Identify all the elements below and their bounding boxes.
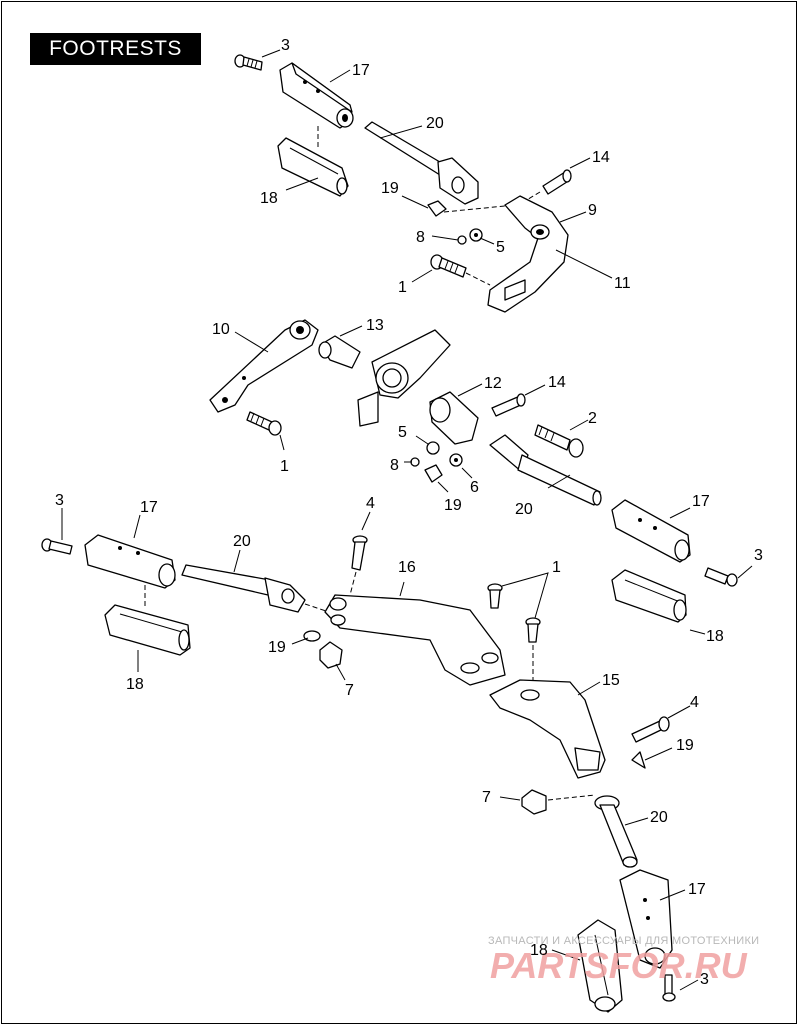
part-nut-7-left bbox=[319, 641, 343, 669]
part-screw-1-lower-a bbox=[487, 583, 503, 609]
callout-9: 9 bbox=[588, 202, 597, 219]
watermark-line1: ЗАПЧАСТИ И АКСЕССУАРЫ ДЛЯ МОТОТЕХНИКИ bbox=[488, 935, 759, 947]
part-screw-1-lower-b bbox=[525, 617, 541, 643]
part-screw-1-middle bbox=[246, 411, 282, 436]
part-washer-19-left bbox=[303, 630, 321, 642]
callout-4-lower: 4 bbox=[690, 694, 699, 711]
callout-11: 11 bbox=[614, 275, 631, 292]
callout-3-lower: 3 bbox=[700, 971, 709, 988]
callout-3-left: 3 bbox=[55, 492, 64, 509]
part-ball-8-top bbox=[457, 235, 467, 245]
part-screw-3-left bbox=[41, 538, 73, 555]
callout-15: 15 bbox=[602, 672, 620, 689]
callout-12: 12 bbox=[484, 375, 502, 392]
part-footpeg-17-right bbox=[611, 499, 691, 563]
part-screw-3-lower bbox=[662, 974, 676, 1002]
callout-13: 13 bbox=[366, 317, 384, 334]
callout-14-middle: 14 bbox=[548, 374, 566, 391]
part-bushing-13 bbox=[318, 335, 361, 369]
part-mount-16 bbox=[324, 594, 506, 686]
part-pad-18-left bbox=[104, 604, 191, 656]
callout-7-lower: 7 bbox=[482, 789, 491, 806]
callout-1-middle: 1 bbox=[280, 458, 289, 475]
part-rod-20-lower bbox=[594, 795, 638, 868]
part-rod-20-left bbox=[181, 564, 306, 613]
part-footpeg-17-lower bbox=[619, 869, 673, 969]
callout-16: 16 bbox=[398, 559, 416, 576]
callout-8-top: 8 bbox=[416, 229, 425, 246]
part-bracket-9-11 bbox=[487, 195, 569, 313]
callout-1-top: 1 bbox=[398, 279, 407, 296]
callout-19-top: 19 bbox=[381, 180, 399, 197]
callout-7-left: 7 bbox=[345, 682, 354, 699]
callout-20-top: 20 bbox=[426, 115, 444, 132]
part-screw-1-top bbox=[430, 254, 467, 278]
part-screw-3-right bbox=[704, 567, 738, 587]
callout-8-middle: 8 bbox=[390, 457, 399, 474]
callout-20-middle: 20 bbox=[515, 501, 533, 518]
callout-17-lower: 17 bbox=[688, 881, 706, 898]
part-ball-8-middle bbox=[410, 457, 420, 467]
callout-3-top: 3 bbox=[281, 37, 290, 54]
part-rod-20-middle bbox=[489, 434, 602, 506]
callout-18-top: 18 bbox=[260, 190, 278, 207]
part-screw-3-top bbox=[234, 54, 263, 71]
part-nut-7-lower bbox=[521, 789, 547, 815]
part-washer-19-lower bbox=[631, 751, 646, 769]
part-screw-4-lower bbox=[631, 716, 670, 743]
part-bolt-2 bbox=[534, 424, 584, 458]
callout-4-upper: 4 bbox=[366, 495, 375, 512]
part-screw-4-upper bbox=[351, 535, 368, 571]
part-washer-19-middle bbox=[424, 464, 443, 483]
part-arm-10 bbox=[209, 319, 319, 413]
callout-20-left: 20 bbox=[233, 533, 251, 550]
callout-17-left: 17 bbox=[140, 499, 158, 516]
callout-17-right: 17 bbox=[692, 493, 710, 510]
callout-1-lower: 1 bbox=[552, 559, 561, 576]
watermark-line2: PARTSFOR.RU bbox=[490, 945, 748, 986]
part-pin-14-top bbox=[542, 169, 572, 195]
callout-18-left: 18 bbox=[126, 676, 144, 693]
callout-3-right: 3 bbox=[754, 547, 763, 564]
part-footpeg-17-top bbox=[279, 62, 354, 129]
part-rod-20-top bbox=[364, 121, 479, 205]
leader-lines bbox=[61, 49, 753, 991]
callout-19-lower: 19 bbox=[676, 737, 694, 754]
callout-18-lower: 18 bbox=[530, 942, 548, 959]
callout-5-middle: 5 bbox=[398, 424, 407, 441]
part-footpeg-17-left bbox=[84, 534, 176, 589]
page-title: FOOTRESTS bbox=[30, 33, 201, 65]
callout-10: 10 bbox=[212, 321, 230, 338]
callout-17-top: 17 bbox=[352, 62, 370, 79]
callout-14-top: 14 bbox=[592, 149, 610, 166]
callout-18-right: 18 bbox=[706, 628, 724, 645]
part-bracket-15 bbox=[489, 679, 606, 779]
part-lever-mount bbox=[357, 329, 451, 427]
callout-20-lower: 20 bbox=[650, 809, 668, 826]
part-washer-5-middle bbox=[426, 441, 440, 455]
callout-numbers: 3 17 20 18 19 14 9 8 5 11 1 10 13 12 14 … bbox=[55, 37, 763, 988]
part-washer-19-top bbox=[427, 200, 447, 217]
callout-6: 6 bbox=[470, 479, 479, 496]
callout-19-left: 19 bbox=[268, 639, 286, 656]
callout-2: 2 bbox=[588, 410, 597, 427]
part-clevis-12 bbox=[429, 391, 479, 445]
part-pad-18-right bbox=[611, 569, 687, 623]
part-pad-18-lower bbox=[577, 919, 623, 1013]
callout-5-top: 5 bbox=[496, 239, 505, 256]
callout-19-middle: 19 bbox=[444, 497, 462, 514]
part-pin-14-middle bbox=[491, 393, 526, 417]
part-pad-18-top bbox=[277, 137, 349, 197]
